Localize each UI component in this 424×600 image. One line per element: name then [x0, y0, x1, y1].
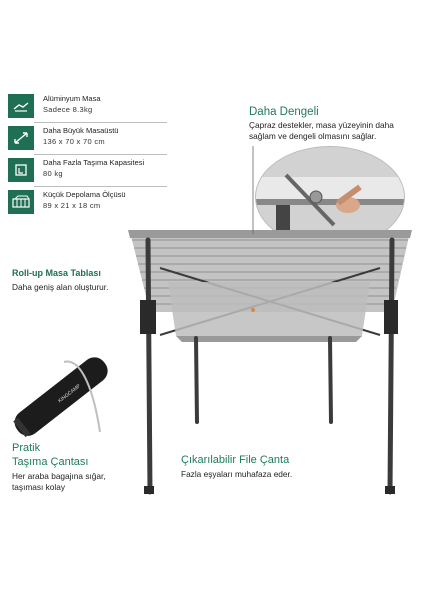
stability-title: Daha Dengeli: [249, 106, 319, 118]
spec-weight: Alüminyum Masa Sadece 8.3kg: [8, 94, 166, 118]
spec-title: Daha Fazla Taşıma Kapasitesi: [43, 158, 145, 167]
carry-title-1: Pratik: [12, 442, 41, 454]
net-text: Fazla eşyaları muhafaza eder.: [181, 469, 293, 479]
spec-capacity: Daha Fazla Taşıma Kapasitesi 80 kg: [8, 158, 166, 182]
divider: [34, 122, 167, 123]
expand-icon: [8, 126, 34, 150]
rollup-text: Daha geniş alan oluşturur.: [12, 282, 109, 292]
carry-title-2: Taşıma Çantası: [12, 456, 89, 468]
divider: [34, 154, 167, 155]
spec-title: Küçük Depolama Ölçüsü: [43, 190, 126, 199]
aluminum-icon: [8, 94, 34, 118]
stability-text-2: sağlam ve dengeli olmasını sağlar.: [249, 131, 377, 141]
spec-value: 80 kg: [43, 169, 63, 178]
spec-value: Sadece 8.3kg: [43, 105, 93, 114]
net-bag: [168, 282, 370, 336]
carry-text-1: Her araba bagajına sığar,: [12, 471, 106, 481]
net-title: Çıkarılabilir File Çanta: [181, 454, 290, 466]
storage-box-icon: [8, 190, 34, 214]
spec-value: 136 x 70 x 70 cm: [43, 137, 105, 146]
carry-text-2: taşıması kolay: [12, 482, 66, 492]
divider: [34, 186, 167, 187]
stability-text-1: Çapraz destekler, masa yüzeyinin daha: [249, 120, 394, 130]
weight-icon: [8, 158, 34, 182]
spec-storage: Küçük Depolama Ölçüsü 89 x 21 x 18 cm: [8, 190, 166, 214]
spec-title: Daha Büyük Masaüstü: [43, 126, 119, 135]
spec-title: Alüminyum Masa: [43, 94, 101, 103]
spec-size: Daha Büyük Masaüstü 136 x 70 x 70 cm: [8, 126, 166, 150]
rollup-title: Roll-up Masa Tablası: [12, 268, 101, 278]
spec-value: 89 x 21 x 18 cm: [43, 201, 101, 210]
carry-bag: KINGCAMP: [13, 357, 108, 438]
